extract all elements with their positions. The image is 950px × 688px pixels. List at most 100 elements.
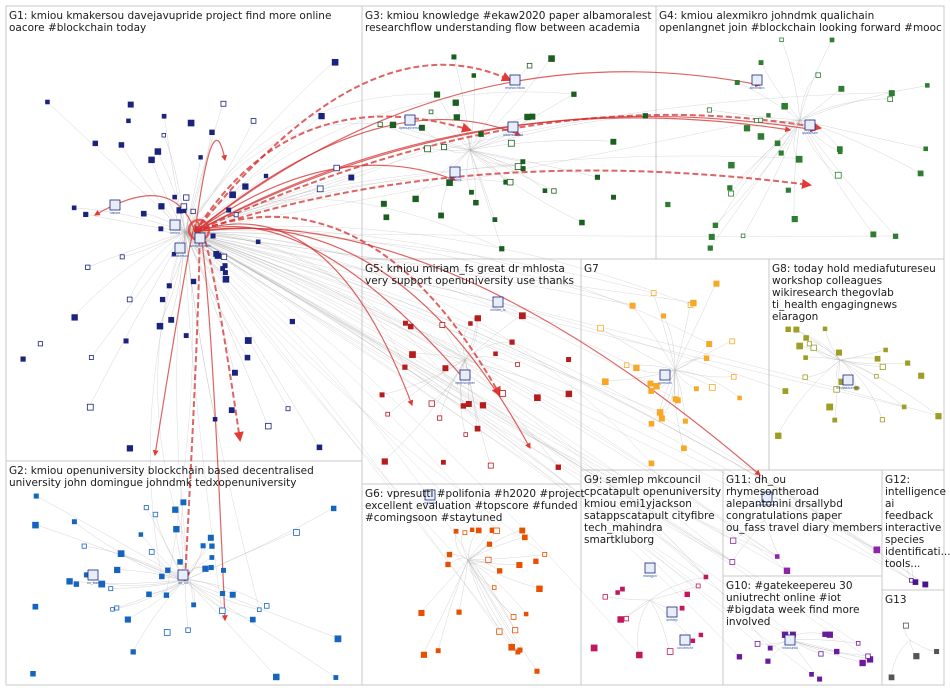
edge bbox=[674, 304, 691, 371]
edge bbox=[184, 231, 268, 426]
node-g3 bbox=[446, 179, 453, 186]
node-g2 bbox=[81, 543, 87, 549]
edge bbox=[455, 531, 469, 561]
edge bbox=[170, 231, 186, 320]
node-label-mhlosta: mhlosta bbox=[424, 501, 436, 505]
node-g9 bbox=[636, 651, 643, 659]
edge bbox=[729, 119, 801, 188]
node-g4 bbox=[728, 161, 735, 169]
edge bbox=[91, 231, 186, 358]
edge-red bbox=[194, 227, 761, 476]
node-g7 bbox=[703, 355, 710, 361]
edge bbox=[777, 359, 841, 436]
node-g4 bbox=[785, 187, 791, 193]
edge bbox=[184, 231, 654, 293]
edge bbox=[789, 639, 862, 663]
edge bbox=[184, 231, 912, 581]
node-g2 bbox=[114, 605, 120, 611]
node-g3 bbox=[377, 121, 383, 127]
edge bbox=[184, 155, 799, 233]
group-label-g10: G10: #gatekeepereu 30 bbox=[726, 580, 853, 592]
node-kmiou bbox=[169, 219, 181, 231]
group-label-g5: very support openuniversity use thanks bbox=[365, 275, 574, 287]
group-label-g4: G4: kmiou alexmikro johndmk qualichain bbox=[659, 10, 874, 22]
node-g5 bbox=[509, 339, 515, 345]
edge bbox=[184, 147, 427, 233]
group-label-g8: wikiresearch thegovlab bbox=[772, 287, 894, 299]
node-miriam_fs bbox=[492, 296, 504, 308]
node-g4 bbox=[774, 140, 781, 147]
node-g5 bbox=[534, 394, 541, 402]
edge bbox=[184, 231, 499, 632]
node-g4 bbox=[706, 107, 712, 113]
edge bbox=[184, 579, 276, 677]
node-g3 bbox=[548, 55, 555, 62]
edge bbox=[467, 559, 519, 565]
node-g7 bbox=[647, 380, 654, 387]
node-g2 bbox=[143, 505, 149, 511]
node-g6 bbox=[536, 585, 543, 593]
edge bbox=[674, 343, 709, 371]
edge bbox=[184, 231, 639, 655]
edge bbox=[184, 231, 660, 412]
edge bbox=[469, 65, 530, 151]
node-g13 bbox=[902, 622, 909, 629]
node-g8 bbox=[918, 372, 925, 379]
node-g1 bbox=[154, 148, 162, 155]
edge bbox=[184, 231, 793, 635]
node-g10 bbox=[834, 648, 840, 655]
node-g7 bbox=[706, 341, 713, 347]
node-g6 bbox=[446, 551, 453, 558]
node-g7 bbox=[674, 397, 681, 404]
edge bbox=[184, 61, 335, 233]
node-label-openlangnet: openlangnet bbox=[455, 381, 474, 385]
node-g4 bbox=[779, 37, 784, 43]
node-g1 bbox=[148, 156, 155, 164]
node-g10 bbox=[817, 676, 823, 682]
node-g13 bbox=[888, 674, 895, 681]
node-g4 bbox=[838, 85, 845, 92]
node-g5 bbox=[468, 321, 473, 326]
node-g8 bbox=[785, 326, 791, 333]
node-g2 bbox=[152, 511, 159, 518]
edge bbox=[799, 119, 896, 237]
edge bbox=[469, 149, 518, 166]
node-g7 bbox=[653, 383, 660, 390]
node-g10 bbox=[826, 631, 833, 638]
node-g8 bbox=[793, 326, 800, 333]
group-label-g3: G3: kmiou knowledge #ekaw2020 paper alba… bbox=[365, 10, 652, 22]
node-label-alexmikro: alexmikro bbox=[750, 86, 765, 90]
node-g2 bbox=[173, 525, 180, 533]
edge bbox=[184, 231, 469, 404]
group-label-g7: G7 bbox=[584, 263, 599, 275]
node-g2 bbox=[30, 670, 36, 677]
node-g5 bbox=[499, 390, 507, 397]
node-g8 bbox=[883, 347, 888, 353]
edge bbox=[184, 579, 267, 606]
group-label-g9: tech_mahindra bbox=[584, 522, 663, 534]
node-g1 bbox=[220, 100, 227, 107]
edge bbox=[469, 75, 475, 151]
edge-red bbox=[194, 223, 414, 407]
node-g3 bbox=[451, 54, 457, 60]
node-g1 bbox=[71, 314, 78, 321]
node-g1 bbox=[213, 250, 220, 257]
node-g1 bbox=[316, 185, 324, 193]
node-g2 bbox=[219, 590, 226, 597]
node-g1 bbox=[118, 142, 125, 148]
edge bbox=[673, 369, 684, 448]
group-label-g6: #comingsoon #staytuned bbox=[365, 512, 502, 524]
edge-red bbox=[194, 169, 812, 233]
node-g5 bbox=[565, 390, 573, 398]
edge bbox=[652, 292, 676, 371]
node-g5 bbox=[465, 401, 472, 407]
edge bbox=[637, 599, 651, 655]
node-g7 bbox=[648, 388, 655, 394]
edge bbox=[184, 229, 633, 306]
node-g8 bbox=[935, 413, 942, 420]
node-g5 bbox=[409, 351, 416, 358]
edge bbox=[604, 596, 651, 601]
edge bbox=[184, 231, 758, 644]
node-g6 bbox=[516, 561, 523, 569]
node-g2 bbox=[114, 566, 121, 574]
